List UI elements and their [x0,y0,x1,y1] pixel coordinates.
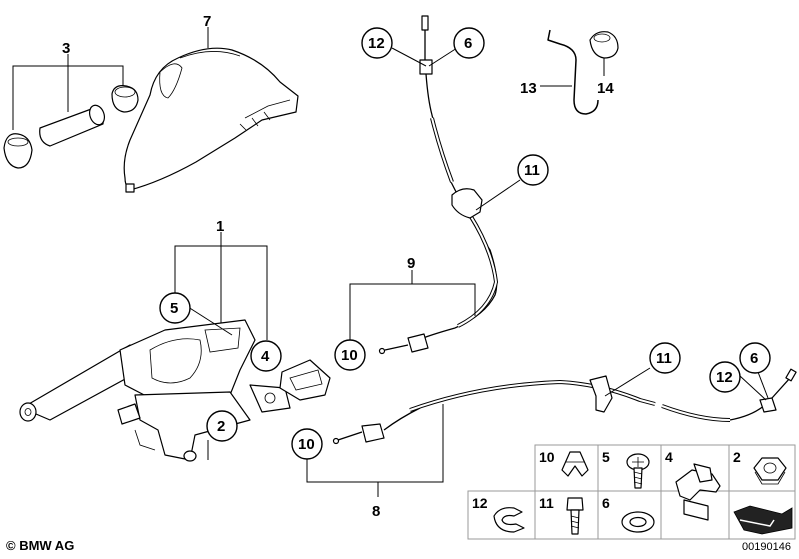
svg-text:12: 12 [716,369,733,386]
svg-text:11: 11 [656,350,672,367]
upper-brake-cable[interactable] [378,15,499,355]
part-11-leader-lower [604,367,651,397]
callout-6-upper[interactable]: 6 [453,27,485,59]
legend-label-6: 6 [602,495,610,511]
part-6-leader-upper [428,47,458,67]
legend-part-11-bolt [566,497,584,535]
callout-1: 1 [216,218,224,235]
part-12-leader-upper [391,47,427,67]
callout-6-lower[interactable]: 6 [739,342,771,374]
part-12-leader-lower [739,375,767,401]
legend-part-4-clamp [675,463,721,521]
svg-text:6: 6 [464,35,472,52]
part-9-leader-bracket [349,283,476,345]
callout-7: 7 [203,13,211,30]
part-14-grommet[interactable] [589,31,619,76]
part-13-wire-hook[interactable] [540,29,599,115]
callout-4[interactable]: 4 [250,340,282,372]
lower-brake-cable[interactable] [332,368,797,445]
legend-label-4: 4 [665,449,673,465]
part-6-leader-lower [757,371,769,399]
part-11-leader-upper [475,179,521,211]
callout-10-upper[interactable]: 10 [334,339,366,371]
legend-part-10-clip-nut [561,451,589,477]
callout-11-lower[interactable]: 11 [649,342,681,374]
callout-13: 13 [520,80,537,97]
svg-text:2: 2 [217,418,225,435]
svg-text:4: 4 [261,348,270,365]
part-7-lever-cover[interactable] [123,27,299,193]
legend-label-11: 11 [539,495,554,511]
legend-part-12-clip [493,507,525,533]
legend-part-2-hex-nut [753,457,787,485]
callout-5[interactable]: 5 [159,292,191,324]
part-5-leader-line [184,304,233,336]
callout-9: 9 [407,255,415,272]
copyright-text: © BMW AG [6,538,75,553]
legend-label-2: 2 [733,449,741,465]
svg-text:10: 10 [298,436,315,453]
part-3-sleeve-set[interactable] [3,54,139,169]
legend-arrow-icon [733,505,793,535]
legend-label-12: 12 [472,495,488,511]
part-8-leader-bracket [306,404,444,483]
callout-3: 3 [62,40,70,57]
svg-text:10: 10 [341,347,358,364]
callout-12-lower[interactable]: 12 [709,361,741,393]
callout-11-upper[interactable]: 11 [517,154,549,186]
legend-label-10: 10 [539,449,555,465]
callout-10-lower[interactable]: 10 [291,428,323,460]
svg-text:12: 12 [368,35,385,52]
part-4-bracket-on-lever[interactable] [279,359,331,401]
legend-label-5: 5 [602,449,610,465]
svg-text:6: 6 [750,350,758,367]
callout-2[interactable]: 2 [206,410,238,442]
legend-grid: 10 5 4 2 12 11 6 [467,444,796,540]
legend-part-5-screw [626,453,650,489]
callout-8: 8 [372,503,380,520]
document-number: 00190146 [742,541,791,553]
part-1-handbrake-lever[interactable] [19,232,291,462]
svg-text:5: 5 [170,300,178,317]
callout-14: 14 [597,80,614,97]
svg-text:11: 11 [524,162,540,179]
legend-part-6-washer [621,511,655,533]
callout-12-upper[interactable]: 12 [361,27,393,59]
legend-cell-11[interactable] [534,490,599,540]
